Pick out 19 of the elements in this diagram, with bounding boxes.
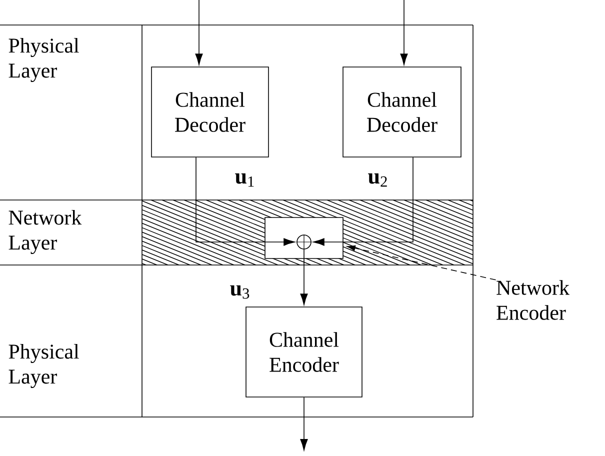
process-box: Channel Decoder <box>342 66 462 158</box>
layer-label: Physical Layer <box>8 38 79 82</box>
layer-label: Physical Layer <box>8 344 79 388</box>
leader-line <box>347 245 496 280</box>
edge-label: u$_{1}$ <box>235 173 254 187</box>
arrow <box>400 0 408 65</box>
adder-circle <box>296 234 312 250</box>
text-label: Network Encoder <box>496 280 570 320</box>
edge-label: u$_{3}$ <box>230 285 250 299</box>
encoder-box <box>264 217 344 259</box>
process-box: Channel Decoder <box>151 66 269 158</box>
layer-label: Network Layer <box>8 210 82 254</box>
process-box: Channel Encoder <box>246 306 362 398</box>
arrow <box>195 0 203 65</box>
arrow <box>196 157 295 246</box>
arrow <box>300 249 308 306</box>
edge-label: u$_{2}$ <box>368 173 387 187</box>
arrow <box>313 157 414 246</box>
arrow <box>300 397 308 450</box>
